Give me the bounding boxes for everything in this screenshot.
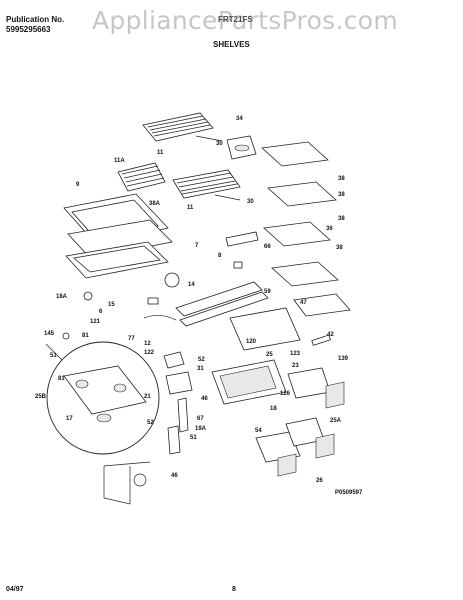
callout: 12 (144, 341, 151, 347)
callout: 52 (147, 420, 154, 426)
part-34-bin (226, 135, 257, 160)
callout: 8 (218, 253, 222, 259)
callout: 25B (35, 394, 47, 400)
callout: 19A (195, 426, 207, 432)
callout: 126 (280, 391, 291, 397)
crisper-rail (175, 281, 269, 327)
glass-shelves-right (261, 141, 351, 317)
publication-number: 5995295663 (6, 25, 51, 34)
callout: 67 (197, 416, 204, 422)
callout: 145 (44, 331, 55, 337)
callout: 23 (292, 363, 299, 369)
callout: 54 (255, 428, 262, 434)
callout: 21 (144, 394, 151, 400)
callout: 42 (327, 332, 334, 338)
callout: 59 (264, 289, 271, 295)
shelf-11-middle (172, 169, 241, 201)
callout: 66 (264, 244, 271, 250)
callout: 46 (171, 473, 178, 479)
callout: 51 (50, 353, 57, 359)
callout: 17 (66, 416, 73, 422)
callout: 51 (190, 435, 197, 441)
callout: 7 (195, 243, 199, 249)
shelf-11-upper (142, 112, 223, 142)
callout: 38A (149, 201, 161, 207)
callout: 18A (56, 294, 68, 300)
callout: 139 (338, 356, 349, 362)
callout: 38 (338, 216, 345, 222)
callout: 25 (266, 352, 273, 358)
callout: 30 (247, 199, 254, 205)
crisper-pan-25 (211, 359, 287, 405)
part-66-bracket (225, 231, 259, 247)
callout: 52 (198, 357, 205, 363)
publication-label: Publication No. (6, 15, 65, 24)
shelf-11A (117, 162, 166, 192)
callout: 11 (157, 150, 164, 156)
callout: 18 (270, 406, 277, 412)
callout: 120 (246, 339, 257, 345)
callout: 11 (187, 205, 194, 211)
callout: 121 (90, 319, 101, 325)
callout-labels: 34 38 11 11A 30 9 11 38A 30 38 38 36 7 1… (35, 116, 349, 484)
callout: 122 (144, 350, 155, 356)
page-number: 8 (232, 586, 236, 593)
figure-code: P0509597 (335, 490, 363, 496)
callout: 31 (197, 366, 204, 372)
callout: 38 (338, 192, 345, 198)
callout: 47 (300, 300, 307, 306)
watermark-logo: AppliancePartsPros.com (92, 6, 399, 35)
callout: 38 (338, 176, 345, 182)
drawers-right (255, 367, 345, 477)
callout: 46 (201, 396, 208, 402)
callout: 15 (108, 302, 115, 308)
callout: 81 (58, 376, 65, 382)
callout: 36 (326, 226, 333, 232)
callout: 14 (188, 282, 195, 288)
callout: 123 (290, 351, 301, 357)
revision-date: 04/97 (6, 586, 24, 593)
callout: 30 (216, 141, 223, 147)
section-title: SHELVES (213, 40, 250, 49)
cabinet-outline (103, 461, 151, 505)
detail-zoom-circle (45, 341, 160, 455)
model-number: FRT21FS (218, 15, 253, 24)
callout: 38 (336, 245, 343, 251)
crisper-cover-9 (63, 193, 173, 279)
callout: 11A (114, 158, 125, 164)
hardware-parts (62, 261, 331, 346)
air-duct-assembly (163, 351, 193, 455)
callout: 77 (128, 336, 135, 342)
callout: 6 (99, 309, 103, 315)
callout: 34 (236, 116, 243, 122)
callout: 26 (316, 478, 323, 484)
glass-panel-47 (229, 307, 301, 351)
callout: 81 (82, 333, 89, 339)
callout: 9 (76, 182, 80, 188)
callout: 25A (330, 418, 342, 424)
